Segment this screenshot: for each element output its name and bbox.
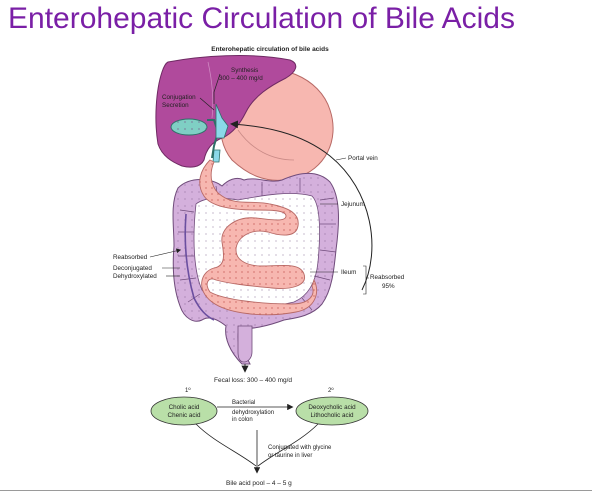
bile-acid-pool-label: Bile acid pool – 4 – 5 g bbox=[226, 480, 292, 487]
conjugation-label: Conjugation bbox=[162, 94, 196, 101]
secondary-marker: 2º bbox=[328, 387, 334, 394]
slide-title: Enterohepatic Circulation of Bile Acids bbox=[8, 2, 515, 35]
secondary-acid-2: Lithocholic acid bbox=[310, 412, 354, 419]
synthesis-rate: 300 – 400 mg/d bbox=[219, 75, 263, 82]
primary-marker: 1º bbox=[185, 387, 191, 394]
ileum-percent-label: 95% bbox=[382, 283, 395, 290]
conversion-line-2: dehydroxylation bbox=[232, 410, 274, 416]
primary-acids-ellipse bbox=[150, 396, 218, 426]
colon-dehydroxylated-label: Dehydroxylated bbox=[113, 273, 157, 280]
portal-vein-label: Portal vein bbox=[348, 155, 378, 162]
conjugation-line-2: or taurine in liver bbox=[268, 453, 312, 459]
secondary-acids-ellipse bbox=[295, 396, 369, 426]
fecal-loss-label: Fecal loss: 300 – 400 mg/d bbox=[214, 377, 292, 384]
primary-acid-1: Cholic acid bbox=[169, 404, 200, 411]
conversion-line-1: Bacterial bbox=[232, 400, 255, 406]
figure-title: Enterohepatic circulation of bile acids bbox=[211, 46, 329, 53]
primary-acid-2: Chenic acid bbox=[168, 412, 201, 419]
portal-vein-path bbox=[230, 120, 373, 291]
secretion-label: Secretion bbox=[162, 102, 189, 109]
jejunum-label: Jejunum bbox=[341, 201, 365, 208]
conversion-line-3: in colon bbox=[232, 417, 253, 423]
colon-deconjugated-label: Deconjugated bbox=[113, 265, 152, 272]
ileum-label: Ileum bbox=[341, 269, 356, 276]
ileum-reabsorbed-label: Reabsorbed bbox=[370, 274, 405, 281]
liver-shape bbox=[155, 55, 297, 168]
colon-reabsorbed-label: Reabsorbed bbox=[113, 254, 148, 261]
conjugation-line-1: Conjugated with glycine bbox=[268, 445, 332, 451]
slide-bottom-rule bbox=[0, 490, 592, 491]
synthesis-label: Synthesis bbox=[231, 67, 258, 74]
secondary-acid-1: Deoxycholic acid bbox=[308, 404, 356, 411]
